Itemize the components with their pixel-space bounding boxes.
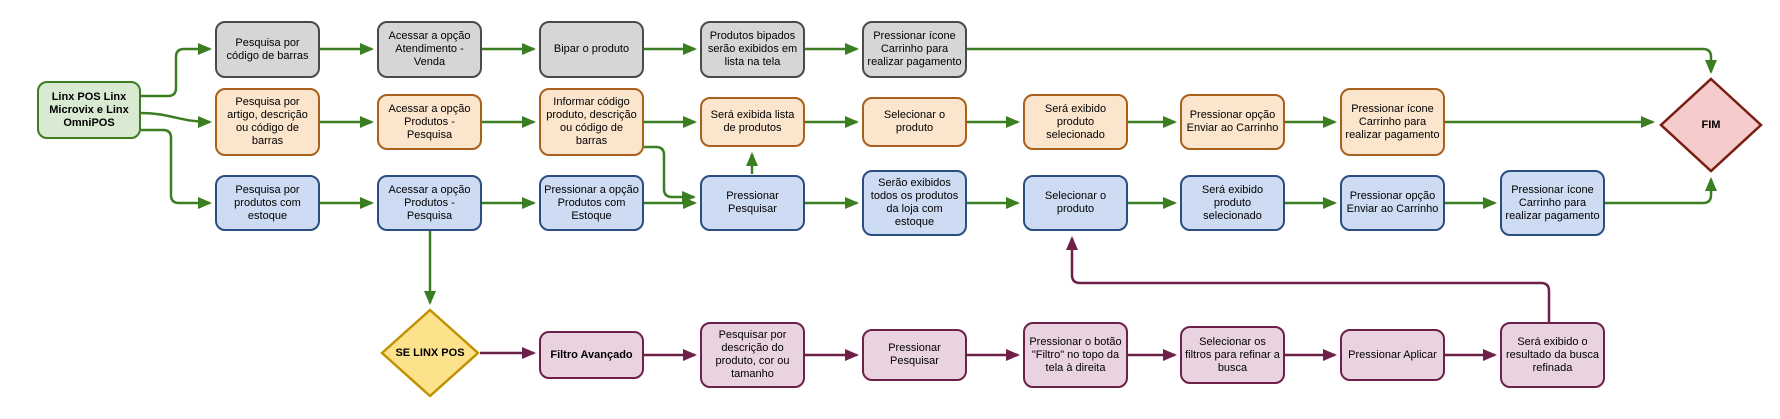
end-diamond-shape — [1659, 77, 1763, 173]
connector-start-to-barcode — [141, 43, 212, 98]
step-label: Selecionar os filtros para refinar a bus… — [1185, 335, 1280, 374]
step-label: Pesquisa por produtos com estoque — [234, 183, 301, 222]
end-label: FIM — [1701, 118, 1721, 131]
article-step-6: Será exibido produto selecionado — [1023, 94, 1128, 150]
stock-step-2: Acessar a opção Produtos - Pesquisa — [377, 175, 482, 231]
step-label: Pesquisa por artigo, descrição ou código… — [227, 96, 308, 147]
filter-step-2: Pesquisar por descrição do produto, cor … — [700, 322, 805, 388]
step-label: Pressionar a opção Produtos com Estoque — [544, 183, 639, 222]
connector-article-3-to-pesquisar — [644, 145, 696, 203]
step-label: Serão exibidos todos os produtos da loja… — [870, 177, 959, 228]
filter-step-1: Filtro Avançado — [539, 331, 644, 379]
article-step-4: Será exibida lista de produtos — [700, 97, 805, 147]
step-label: Produtos bipados serão exibidos em lista… — [707, 30, 798, 68]
article-step-2: Acessar a opção Produtos - Pesquisa — [377, 94, 482, 150]
stock-step-7: Será exibido produto selecionado — [1180, 175, 1285, 231]
step-label: Será exibido produto selecionado — [1044, 102, 1107, 141]
end-node-fim: FIM — [1659, 77, 1763, 173]
stock-step-1: Pesquisa por produtos com estoque — [215, 175, 320, 231]
start-node: Linx POS Linx Microvix e Linx OmniPOS — [37, 81, 141, 139]
step-label: Pressionar Pesquisar — [888, 342, 941, 367]
filter-step-5: Selecionar os filtros para refinar a bus… — [1180, 326, 1285, 384]
step-label: Será exibida lista de produtos — [710, 109, 795, 134]
filter-step-6: Pressionar Aplicar — [1340, 329, 1445, 381]
step-label: Pressionar opção Enviar ao Carrinho — [1186, 109, 1279, 134]
barcode-step-4: Produtos bipados serão exibidos em lista… — [700, 21, 805, 78]
step-label: Acessar a opção Produtos - Pesquisa — [388, 102, 471, 141]
article-step-7: Pressionar opção Enviar ao Carrinho — [1180, 94, 1285, 150]
stock-step-5: Serão exibidos todos os produtos da loja… — [862, 170, 967, 236]
stock-step-6: Selecionar o produto — [1023, 175, 1128, 231]
article-step-1: Pesquisa por artigo, descrição ou código… — [215, 88, 320, 156]
step-label: Informar código produto, descrição ou có… — [546, 96, 637, 147]
stock-step-8: Pressionar opção Enviar ao Carrinho — [1340, 175, 1445, 231]
connector-start-to-article — [140, 111, 212, 128]
filter-step-4: Pressionar o botão "Filtro" no topo da t… — [1023, 322, 1128, 388]
filter-step-7: Será exibido o resultado da busca refina… — [1500, 322, 1605, 388]
stock-step-4: Pressionar Pesquisar — [700, 175, 805, 231]
stock-step-3: Pressionar a opção Produtos com Estoque — [539, 175, 644, 231]
barcode-step-1: Pesquisa por código de barras — [215, 21, 320, 78]
barcode-step-2: Acessar a opção Atendimento - Venda — [377, 21, 482, 78]
step-label: Acessar a opção Atendimento - Venda — [388, 30, 471, 68]
article-step-8: Pressionar ícone Carrinho para realizar … — [1340, 88, 1445, 156]
step-label: Filtro Avançado — [550, 348, 633, 361]
stock-step-9: Pressionar ícone Carrinho para realizar … — [1500, 170, 1605, 236]
decision-label: SE LINX POS — [395, 346, 465, 359]
article-step-5: Selecionar o produto — [862, 97, 967, 147]
connector-barcode-to-end — [967, 47, 1717, 74]
decision-diamond-shape — [380, 308, 480, 398]
connector-start-to-stock — [141, 128, 212, 209]
step-label: Pressionar Pesquisar — [726, 190, 779, 215]
step-label: Pressionar ícone Carrinho para realizar … — [867, 30, 962, 68]
filter-step-3: Pressionar Pesquisar — [862, 329, 967, 381]
step-label: Acessar a opção Produtos - Pesquisa — [388, 183, 471, 222]
step-label: Pressionar ícone Carrinho para realizar … — [1345, 102, 1440, 141]
step-label: Será exibido o resultado da busca refina… — [1506, 335, 1599, 374]
connector-stock-to-end — [1605, 177, 1717, 205]
barcode-step-3: Bipar o produto — [539, 21, 644, 78]
step-label: Bipar o produto — [553, 43, 630, 55]
start-node-label: Linx POS Linx Microvix e Linx OmniPOS — [49, 90, 129, 129]
step-label: Pressionar ícone Carrinho para realizar … — [1505, 183, 1600, 222]
step-label: Pressionar Aplicar — [1348, 348, 1437, 361]
step-label: Pressionar o botão "Filtro" no topo da t… — [1029, 335, 1122, 374]
step-label: Selecionar o produto — [1044, 190, 1107, 215]
decision-se-linx-pos: SE LINX POS — [380, 308, 480, 398]
step-label: Pesquisar por descrição do produto, cor … — [715, 329, 790, 380]
connector-filter-result-to-select-product — [1066, 236, 1551, 322]
step-label: Pesquisa por código de barras — [226, 36, 309, 62]
barcode-step-5: Pressionar ícone Carrinho para realizar … — [862, 21, 967, 78]
article-step-3: Informar código produto, descrição ou có… — [539, 88, 644, 156]
step-label: Pressionar opção Enviar ao Carrinho — [1346, 190, 1439, 215]
step-label: Selecionar o produto — [883, 109, 946, 134]
step-label: Será exibido produto selecionado — [1201, 183, 1264, 222]
